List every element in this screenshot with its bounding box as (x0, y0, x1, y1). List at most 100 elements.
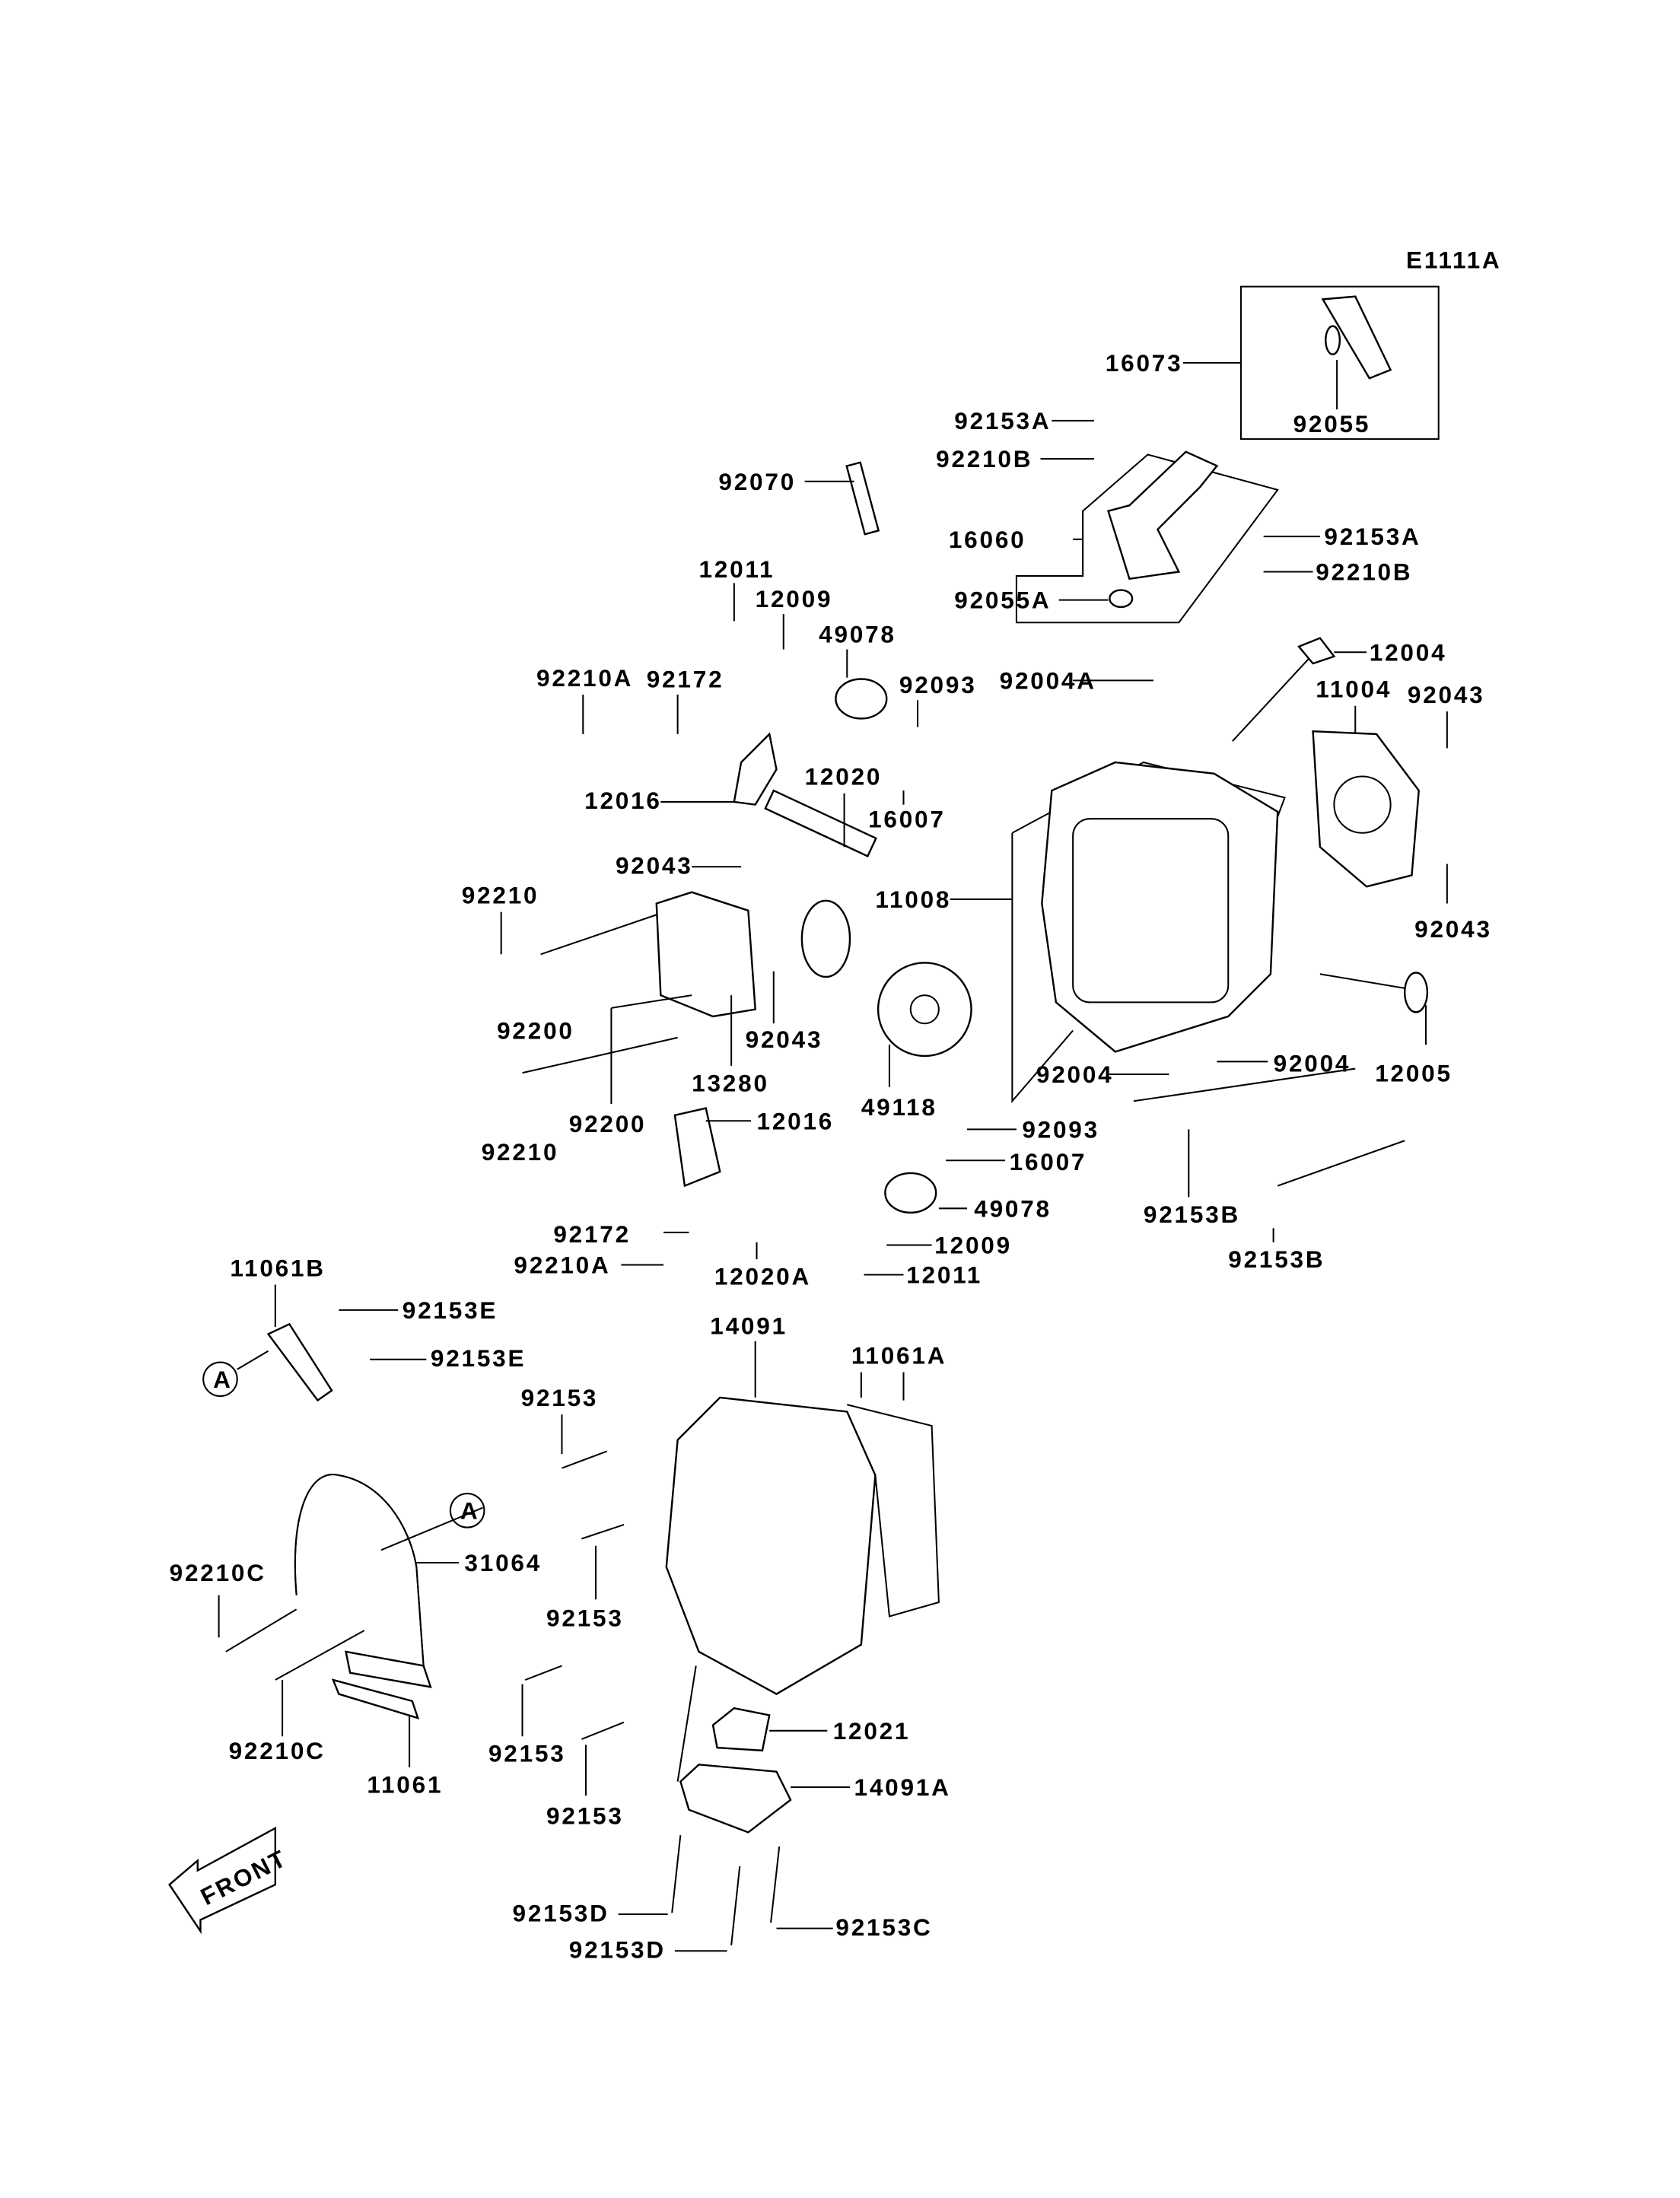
part-label-92043[interactable]: 92043 (616, 852, 693, 880)
part-label-16060[interactable]: 16060 (949, 526, 1026, 553)
part-label-14091a[interactable]: 14091A (854, 1773, 951, 1801)
spark-plug-92070 (845, 461, 880, 536)
gasket-11004 (1312, 730, 1420, 888)
part-label-92004a[interactable]: 92004A (1000, 666, 1096, 694)
part-label-92153e[interactable]: 92153E (431, 1344, 526, 1372)
part-label-13280[interactable]: 13280 (692, 1069, 769, 1096)
part-label-92093[interactable]: 92093 (899, 671, 977, 698)
reference-marker-a-1: A (202, 1361, 238, 1398)
part-label-92172[interactable]: 92172 (647, 666, 724, 693)
part-label-92004[interactable]: 92004 (1036, 1061, 1114, 1088)
part-label-92153[interactable]: 92153 (488, 1740, 566, 1767)
pipe-31064 (294, 1473, 432, 1688)
holder-13280 (655, 891, 756, 1018)
part-label-92153d[interactable]: 92153D (513, 1899, 609, 1926)
part-label-12009[interactable]: 12009 (934, 1232, 1012, 1259)
leader-line (540, 914, 657, 956)
part-label-49118[interactable]: 49118 (861, 1093, 937, 1121)
part-label-11008[interactable]: 11008 (875, 886, 951, 913)
valve-12004 (1232, 637, 1336, 742)
camshaft-49118 (800, 899, 972, 1058)
camshaft-12020 (764, 789, 877, 857)
part-label-92172[interactable]: 92172 (553, 1220, 631, 1248)
part-label-92153a[interactable]: 92153A (1324, 523, 1421, 550)
part-label-92153b[interactable]: 92153B (1228, 1245, 1325, 1273)
gasket-11061B (266, 1322, 333, 1402)
part-label-92055[interactable]: 92055 (1293, 410, 1371, 437)
part-label-12016[interactable]: 12016 (757, 1107, 835, 1134)
leader-line (522, 1036, 678, 1074)
cylinder-head-11008 (1041, 761, 1279, 1053)
part-label-14091[interactable]: 14091 (710, 1312, 788, 1339)
part-label-12011[interactable]: 12011 (906, 1261, 982, 1289)
head-cover-14091 (665, 1396, 940, 1695)
part-label-12004[interactable]: 12004 (1370, 638, 1447, 666)
part-label-92200[interactable]: 92200 (497, 1017, 574, 1045)
part-label-16007[interactable]: 16007 (868, 805, 946, 832)
bolts-92153 (524, 1067, 1405, 1945)
part-label-92004[interactable]: 92004 (1274, 1049, 1351, 1077)
diagram-code: E1111A (1406, 247, 1501, 274)
part-label-16073[interactable]: 16073 (1106, 349, 1183, 377)
group-bracket-11008 (1011, 832, 1074, 1104)
part-label-12016[interactable]: 12016 (584, 787, 662, 814)
part-label-92210a[interactable]: 92210A (536, 664, 633, 692)
gasket-11061 (331, 1678, 420, 1719)
intake-pipe-16060 (1107, 450, 1219, 609)
part-label-12021[interactable]: 12021 (833, 1717, 911, 1745)
part-label-92210[interactable]: 92210 (462, 882, 539, 909)
insulator-16073 (1321, 295, 1392, 380)
part-label-92043[interactable]: 92043 (1414, 915, 1492, 943)
part-label-11061b[interactable]: 11061B (230, 1254, 325, 1281)
cover-14091A (679, 1764, 792, 1834)
part-label-11004[interactable]: 11004 (1316, 676, 1392, 703)
part-label-16007[interactable]: 16007 (1010, 1148, 1087, 1175)
part-label-12020a[interactable]: 12020A (714, 1262, 811, 1290)
part-label-92153[interactable]: 92153 (521, 1384, 599, 1411)
part-label-12020[interactable]: 12020 (805, 763, 883, 790)
leader-line (611, 994, 692, 1009)
part-label-92153e[interactable]: 92153E (402, 1296, 498, 1324)
leader-lines (218, 360, 1448, 1952)
part-label-92043[interactable]: 92043 (1408, 681, 1485, 708)
leader-line (237, 1350, 269, 1370)
valve-spring-49078 (835, 678, 937, 1214)
valve-12005 (1319, 972, 1429, 1013)
part-label-11061[interactable]: 11061 (367, 1770, 443, 1798)
part-label-92043[interactable]: 92043 (746, 1026, 823, 1053)
part-label-92153b[interactable]: 92153B (1144, 1201, 1240, 1228)
part-label-49078[interactable]: 49078 (819, 620, 896, 647)
reference-marker-a-2: A (449, 1493, 485, 1528)
part-label-92210a[interactable]: 92210A (514, 1252, 610, 1279)
part-label-12011[interactable]: 12011 (698, 555, 775, 583)
leader-line (380, 1506, 483, 1551)
part-label-92093[interactable]: 92093 (1022, 1116, 1099, 1144)
cover-12021 (711, 1707, 771, 1752)
part-label-92210[interactable]: 92210 (482, 1138, 559, 1166)
part-label-31064[interactable]: 31064 (464, 1549, 542, 1576)
part-label-92210b[interactable]: 92210B (936, 445, 1032, 472)
part-label-92153[interactable]: 92153 (546, 1802, 624, 1829)
part-label-92153[interactable]: 92153 (546, 1605, 624, 1632)
part-label-92153a[interactable]: 92153A (954, 407, 1051, 434)
leader-line (676, 1665, 697, 1782)
part-label-92055a[interactable]: 92055A (954, 587, 1051, 614)
part-label-92210b[interactable]: 92210B (1316, 558, 1412, 586)
part-label-92153c[interactable]: 92153C (835, 1913, 932, 1941)
part-label-12005[interactable]: 12005 (1375, 1059, 1452, 1086)
svg-text:A: A (213, 1366, 233, 1393)
front-arrow-icon: FRONT (168, 1826, 291, 1935)
part-label-49078[interactable]: 49078 (974, 1194, 1052, 1222)
svg-text:A: A (460, 1497, 480, 1524)
part-label-92200[interactable]: 92200 (569, 1110, 647, 1137)
part-label-92210c[interactable]: 92210C (170, 1559, 266, 1586)
part-label-92153d[interactable]: 92153D (569, 1936, 666, 1964)
leader-line (225, 1608, 298, 1652)
part-label-12009[interactable]: 12009 (756, 585, 833, 612)
part-label-92210c[interactable]: 92210C (229, 1737, 326, 1764)
part-label-92070[interactable]: 92070 (718, 468, 796, 495)
part-label-11061a[interactable]: 11061A (851, 1341, 947, 1369)
rocker-arm-12016 (673, 732, 778, 1188)
